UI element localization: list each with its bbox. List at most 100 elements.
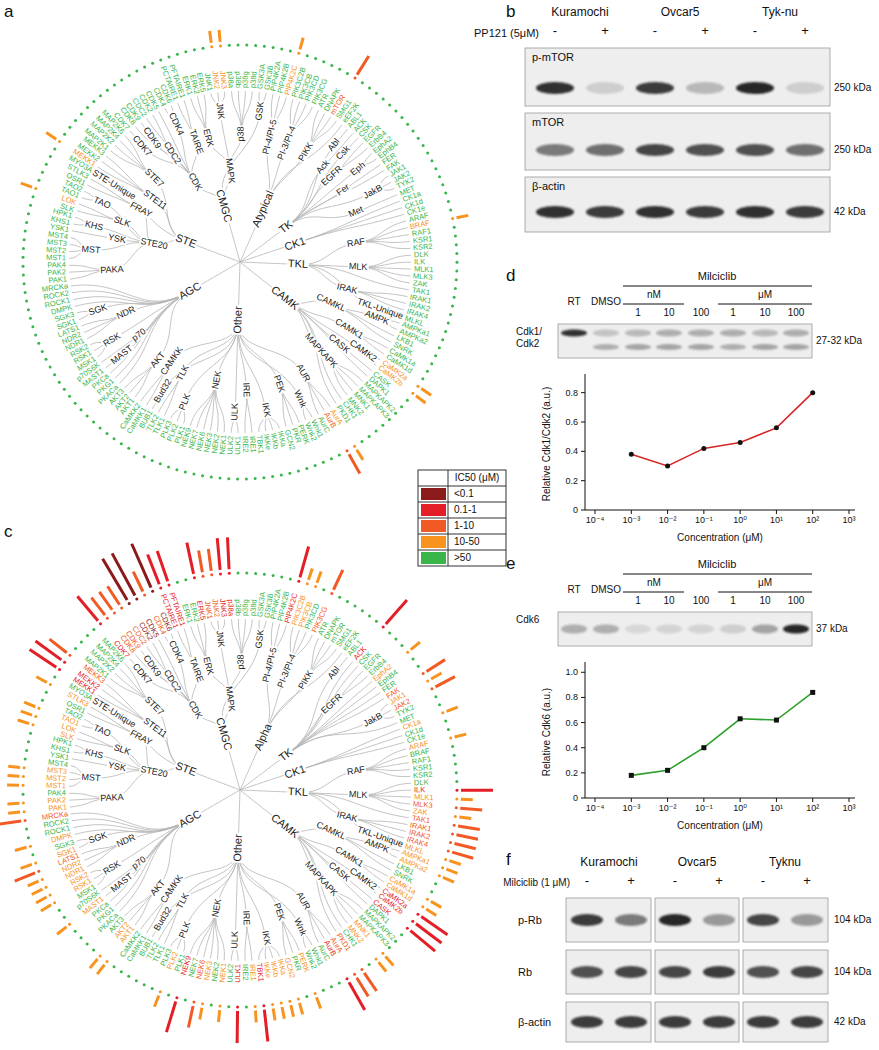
family-label: IKK xyxy=(260,401,272,419)
leaf-dot xyxy=(143,594,146,597)
leaf-dot xyxy=(24,819,27,822)
leaf-dot xyxy=(34,715,37,718)
leaf-dot xyxy=(202,47,205,50)
leaf-dot xyxy=(24,291,27,294)
ic50-bar xyxy=(46,133,56,140)
group-label: CMGC xyxy=(214,187,234,224)
leaf-dot xyxy=(41,350,44,353)
leaf-dot xyxy=(210,476,213,479)
leaf-dot xyxy=(388,946,391,949)
ic50-bar xyxy=(459,817,471,818)
ic50-bar xyxy=(8,766,20,767)
lane-label: DMSO xyxy=(591,296,621,308)
leaf-dot xyxy=(288,1000,291,1003)
kinase-label: MST2 xyxy=(46,246,66,255)
tick-label: 0.8 xyxy=(565,692,578,702)
leaf-dot xyxy=(288,472,291,475)
ic50-bar xyxy=(455,734,467,737)
family-label: CAMKL xyxy=(314,292,348,314)
leaf-dot xyxy=(426,680,429,683)
kinase-label: IRE2 xyxy=(241,436,249,453)
family-label: PLK xyxy=(177,391,192,412)
protein-band xyxy=(791,914,823,926)
leaf-dot xyxy=(22,265,25,268)
leaf-dot xyxy=(68,654,71,657)
lane-label: 100 xyxy=(788,307,805,319)
tick-label: 10⁰ xyxy=(733,803,747,813)
tick-label: 0 xyxy=(573,505,578,515)
leaf-dot xyxy=(441,183,444,186)
family-label: Wnk xyxy=(292,388,308,410)
ic50-bar xyxy=(166,1001,175,1032)
size-marker: 37 kDa xyxy=(816,623,848,635)
tick-label: 10⁻¹ xyxy=(695,515,713,525)
leaf-dot xyxy=(201,474,204,477)
family-label: AUR xyxy=(294,362,312,385)
leaf-dot xyxy=(86,415,89,418)
tick-label: 10⁻⁴ xyxy=(586,515,605,525)
data-marker xyxy=(665,464,670,469)
leaf-dot xyxy=(201,1002,204,1005)
tick-mark xyxy=(581,672,585,673)
leaf-dot xyxy=(400,405,403,408)
family-label: AUR xyxy=(294,890,312,913)
ic50-bar xyxy=(219,1010,220,1022)
kinase-label: ULK2 xyxy=(226,964,234,983)
leaf-dot xyxy=(338,981,341,984)
tree-branch xyxy=(183,848,239,901)
cell-line-header: Tyknu xyxy=(769,856,801,870)
leaf-dot xyxy=(360,968,363,971)
tick-mark xyxy=(776,798,777,802)
kinase-label: ULK1 xyxy=(234,436,242,455)
leaf-dot xyxy=(135,70,138,73)
treatment-sign: - xyxy=(753,24,757,39)
leaf-dot xyxy=(455,252,458,255)
ic50-bar xyxy=(21,711,32,715)
protein-band xyxy=(625,344,651,350)
protein-band xyxy=(586,144,624,156)
ic50-bar xyxy=(454,843,475,848)
leaf-dot xyxy=(360,440,363,443)
family-label: CDC2 xyxy=(162,140,184,167)
data-marker xyxy=(629,773,634,778)
family-label: CAMK2 xyxy=(347,338,379,365)
ic50-bar xyxy=(431,673,441,679)
treatment-sign: - xyxy=(653,24,657,39)
leaf-dot xyxy=(45,691,48,694)
ic50-bar xyxy=(32,889,43,894)
family-label: GSK xyxy=(254,628,266,650)
protein-band xyxy=(636,82,674,94)
leaf-dot xyxy=(53,675,56,678)
leaf-dot xyxy=(426,898,429,901)
leaf-dot xyxy=(346,72,349,75)
leaf-dot xyxy=(184,471,187,474)
unit-label: nM xyxy=(647,577,661,589)
treatment-sign: + xyxy=(701,24,709,39)
panel-letter: e xyxy=(506,554,515,574)
treatment-label: PP121 (5μM) xyxy=(474,27,539,40)
family-label: PI-4/PI-5 xyxy=(261,646,278,685)
leaf-dot xyxy=(245,572,248,575)
leaf-dot xyxy=(22,247,25,250)
leaf-dot xyxy=(49,155,52,158)
leaf-dot xyxy=(426,370,429,373)
family-label: EGFR xyxy=(319,692,345,717)
tree-branch xyxy=(285,826,341,927)
leaf-dot xyxy=(322,60,325,63)
leaf-dot xyxy=(23,238,26,241)
family-label: RSK xyxy=(101,859,123,877)
blot-membrane xyxy=(525,48,830,106)
leaf-dot xyxy=(23,282,26,285)
leaf-dot xyxy=(411,920,414,923)
protein-band xyxy=(593,330,619,337)
family-label: Met xyxy=(346,205,365,220)
leaf-dot xyxy=(330,457,333,460)
family-label: CASK xyxy=(326,332,352,356)
leaf-dot xyxy=(113,84,116,87)
leaf-dot xyxy=(353,604,356,607)
group-label: TK xyxy=(277,746,296,764)
tick-label: 10⁻⁴ xyxy=(586,803,605,813)
tick-mark xyxy=(581,422,585,423)
blot-membrane xyxy=(743,1002,828,1042)
